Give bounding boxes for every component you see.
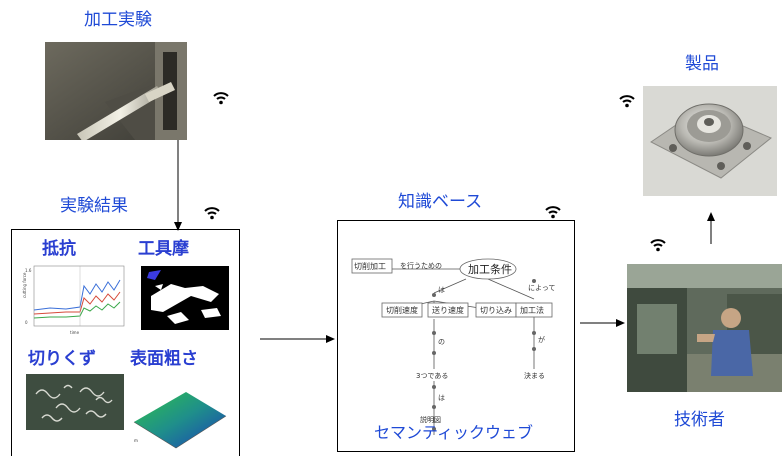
arrow-engineer-to-product (705, 212, 717, 244)
graph-node-conditions: 加工条件 (468, 263, 512, 276)
wifi-icon (213, 91, 229, 105)
graph-edge-ga: が (538, 336, 545, 344)
resistance-label: 抵抗 (42, 239, 76, 259)
wifi-icon (204, 206, 220, 220)
product-photo (643, 86, 777, 196)
surface-roughness-label: 表面粗さ (130, 349, 198, 369)
graph-node-cutting-speed: 切削速度 (386, 306, 418, 315)
arrow-knowledge-to-engineer (580, 317, 626, 329)
results-panel: 抵抗 cutting force 1.6 0 time 工具摩 切りくず (11, 229, 240, 456)
graph-edge-purpose: を行うための (400, 262, 442, 270)
graph-node-machining-method: 加工法 (520, 306, 544, 315)
chips-image (26, 374, 124, 430)
graph-node-decided: 決まる (524, 372, 545, 380)
svg-text:m: m (134, 438, 138, 443)
results-title: 実験結果 (60, 196, 128, 216)
wifi-icon (619, 94, 635, 108)
graph-edge-ha: は (438, 286, 445, 294)
graph-node-depth: 切り込み (480, 306, 512, 315)
graph-node-description: 説明図 (420, 416, 441, 424)
arrow-down-experiment-to-results (172, 140, 184, 232)
chips-label: 切りくず (28, 349, 96, 369)
graph-edge-ha2: は (438, 394, 445, 402)
engineer-photo (627, 264, 782, 392)
tool-wear-image (141, 266, 229, 330)
graph-edge-no: の (438, 338, 445, 346)
knowledge-base-panel: 切削加工 を行うための 加工条件 は によって 切削速度 送り速度 切り込み 加… (337, 220, 575, 452)
semantic-web-caption: セマンティックウェブ (374, 423, 534, 442)
tool-wear-label: 工具摩 (138, 239, 189, 259)
wifi-icon (650, 238, 666, 252)
surface-roughness-plot: m (130, 372, 230, 456)
knowledge-base-title: 知識ベース (398, 192, 483, 212)
svg-text:1.6: 1.6 (25, 268, 32, 273)
arrow-results-to-knowledge (260, 333, 336, 345)
wifi-icon (545, 205, 561, 219)
graph-node-cutting: 切削加工 (354, 262, 386, 271)
product-title: 製品 (685, 54, 719, 74)
svg-text:cutting force: cutting force (22, 272, 27, 298)
graph-node-feed-speed: 送り速度 (432, 306, 464, 315)
svg-text:0: 0 (25, 320, 28, 325)
experiment-title: 加工実験 (84, 10, 152, 30)
engineer-title: 技術者 (674, 410, 725, 430)
experiment-photo (45, 42, 187, 140)
resistance-chart: cutting force 1.6 0 time (20, 264, 126, 336)
graph-node-three: 3つである (416, 372, 449, 380)
graph-edge-niyotte: によって (528, 284, 556, 292)
svg-text:time: time (70, 330, 80, 335)
